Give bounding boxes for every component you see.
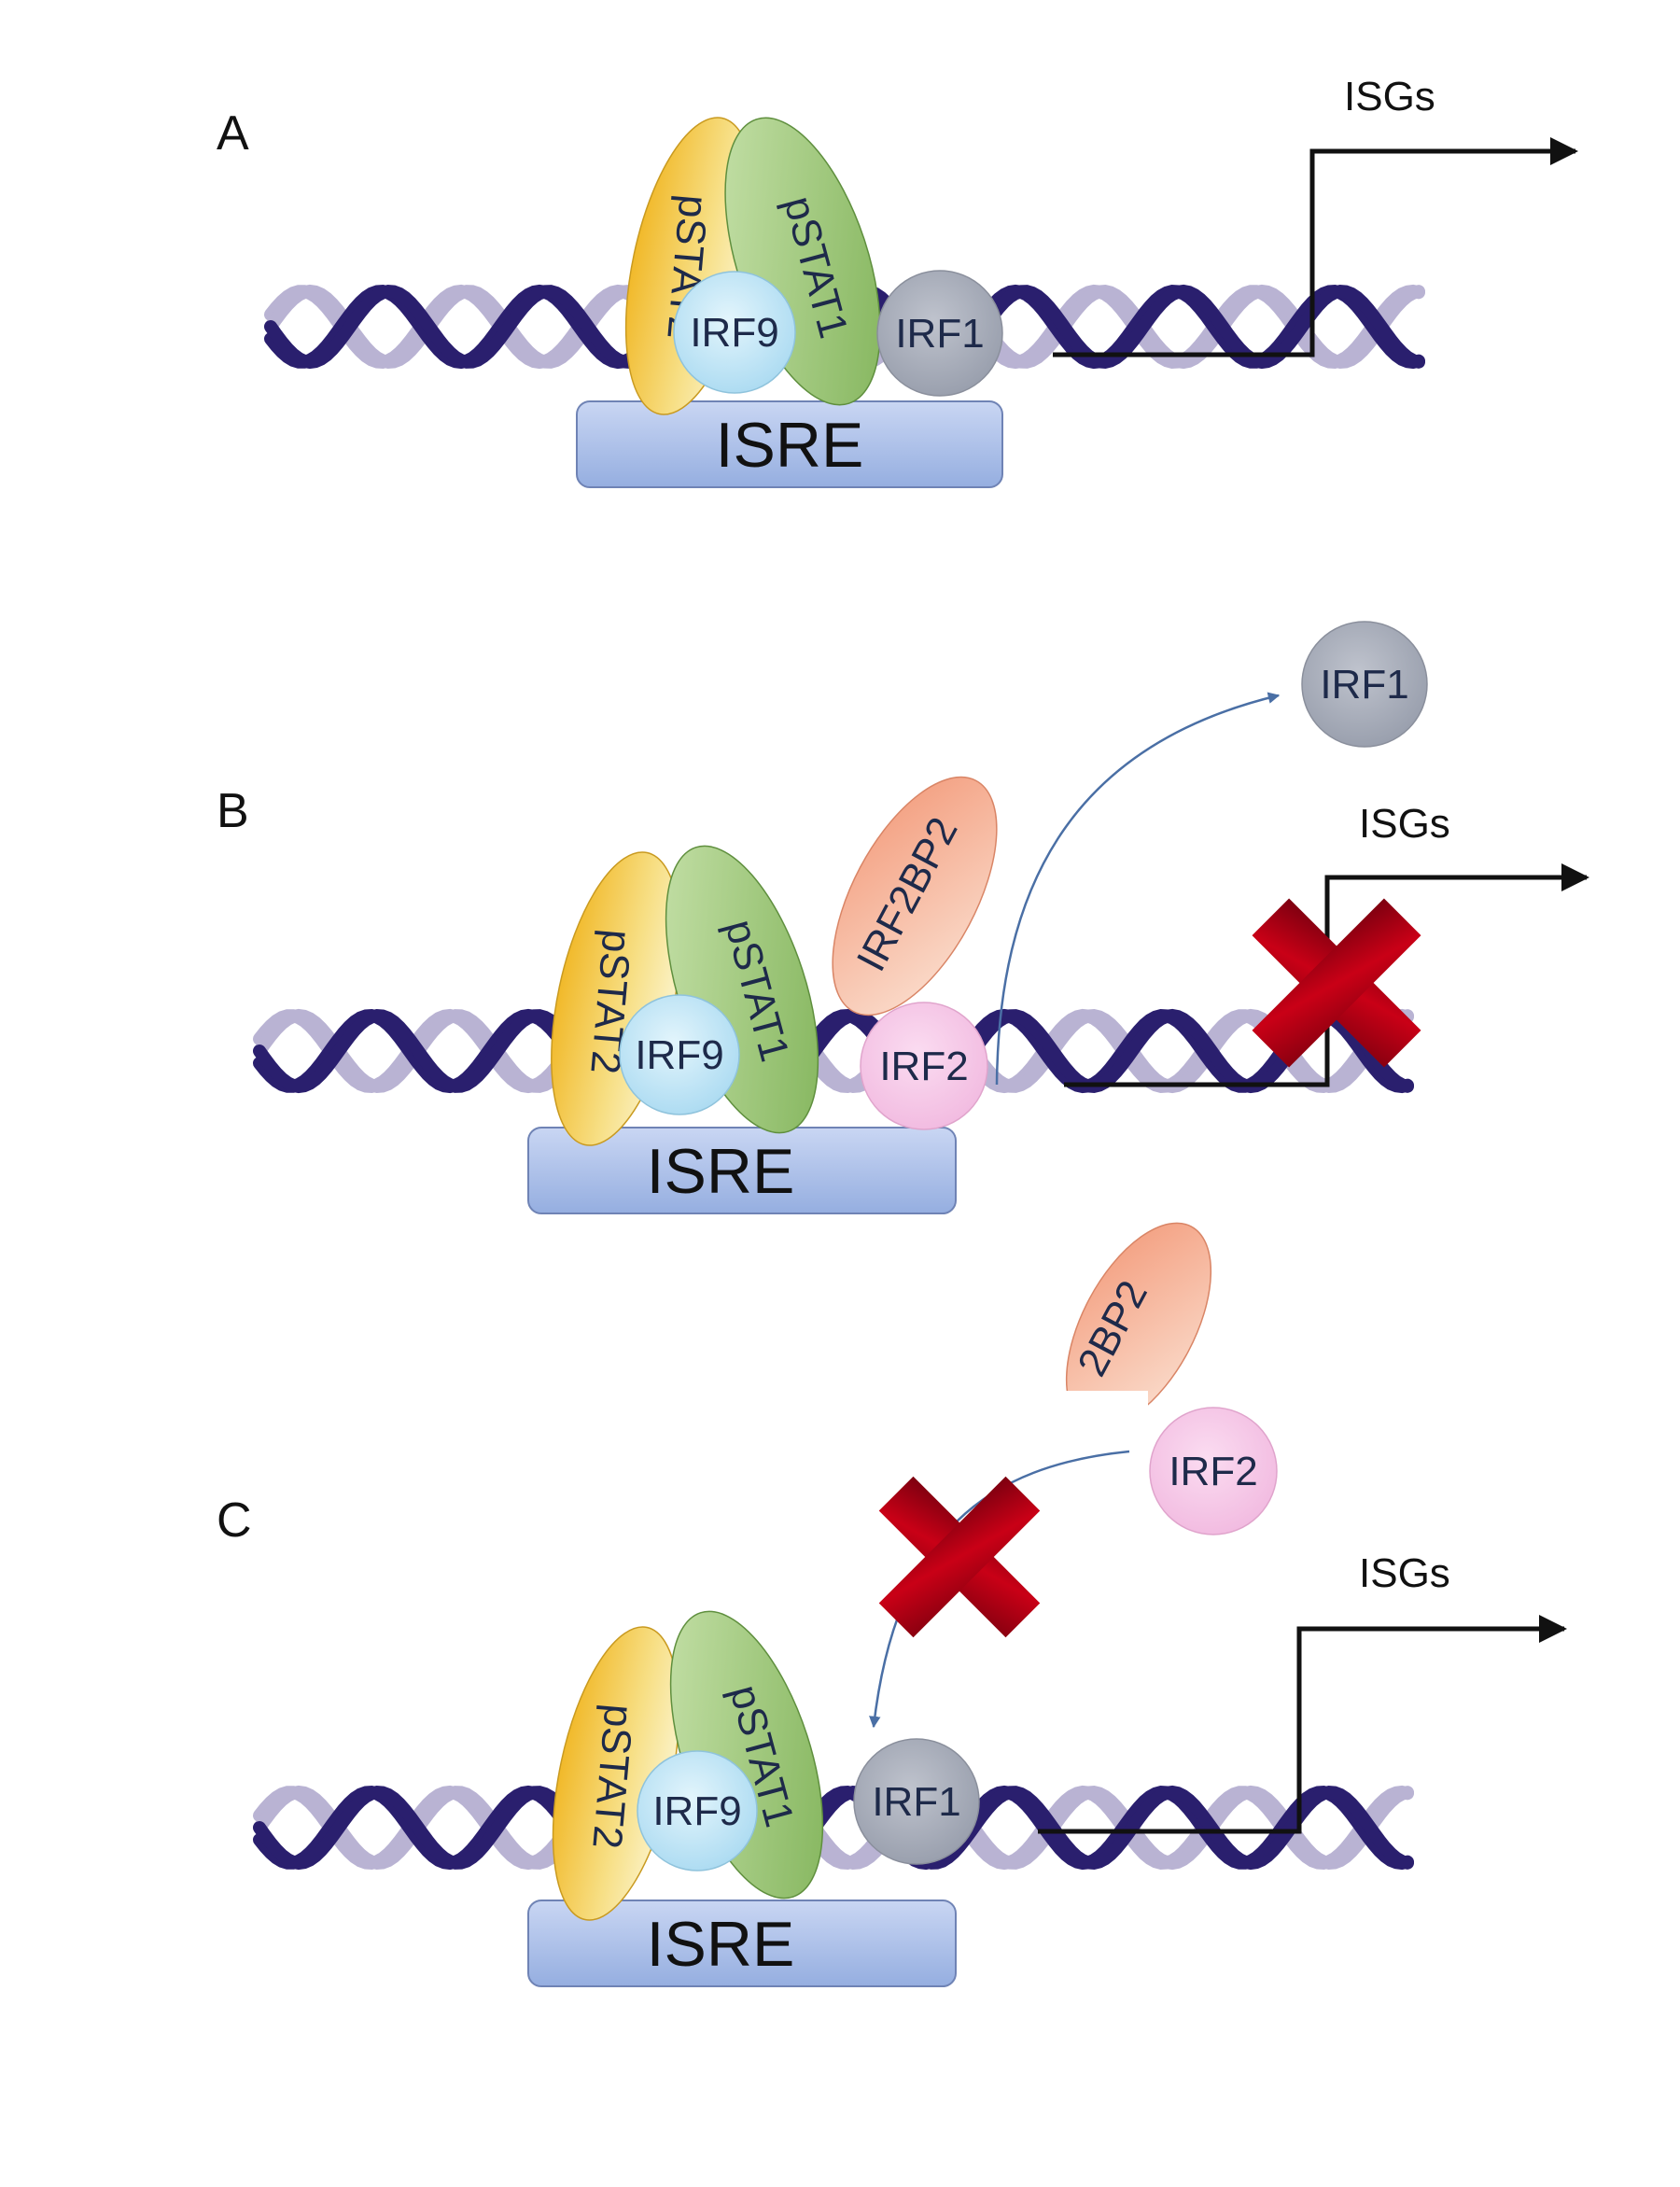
panel-letter-c: C: [217, 1493, 252, 1548]
irf2-protein: [1149, 1407, 1278, 1535]
irf2bp2-protein: [832, 776, 998, 1016]
irf9-protein: [673, 271, 796, 394]
irf1-protein: [876, 270, 1003, 397]
irf2-label: IRF2: [1169, 1449, 1257, 1494]
irf9-label: IRF9: [690, 310, 778, 356]
transcription-arrow: [1053, 137, 1578, 357]
dna-strand-2: [253, 1008, 1414, 1094]
dna-helix: [253, 1008, 1414, 1094]
dna-strand-4: [253, 1008, 1414, 1094]
transcription-arrow: [1038, 1615, 1567, 1834]
irf2-label: IRF2: [879, 1044, 968, 1089]
dna-helix: [253, 1785, 1414, 1871]
dna-strand-4: [253, 1785, 1414, 1871]
irf9-label: IRF9: [635, 1032, 723, 1078]
dna-strand-2: [253, 1785, 1414, 1871]
release-curve-arrow: [995, 692, 1281, 1086]
irf1-protein: [853, 1738, 980, 1865]
irf9-label: IRF9: [652, 1788, 741, 1834]
isgs-label: ISGs: [1359, 1550, 1450, 1596]
dna-strands: [253, 1008, 1414, 1094]
irf9-protein: [637, 1750, 758, 1872]
irf1-label: IRF1: [895, 311, 984, 357]
irf9-protein: [619, 994, 740, 1115]
irf2-protein: [860, 1002, 988, 1130]
isre-label: ISRE: [716, 410, 864, 481]
panel-a: A ISRE pSTAT2 pSTAT1 IRF9 IRF1 ISGs: [217, 74, 1578, 488]
isgs-label: ISGs: [1359, 801, 1450, 847]
irf1-released-protein: [1301, 621, 1428, 748]
irf1-label: IRF1: [872, 1779, 960, 1825]
isre-box: [527, 1127, 957, 1214]
irf1-released-label: IRF1: [1320, 662, 1408, 708]
isre-label: ISRE: [647, 1136, 795, 1207]
isre-box: [576, 400, 1003, 488]
occluder: [1027, 1391, 1148, 1456]
panel-letter-a: A: [217, 106, 249, 161]
isgs-label: ISGs: [1344, 74, 1435, 119]
isre-box: [527, 1900, 957, 1987]
blocked-x-icon: [878, 1476, 1041, 1638]
panel-letter-b: B: [217, 784, 249, 838]
panel-b: B ISRE pSTAT2 pSTAT1 IRF9 IRF2BP2 IRF2 I…: [217, 621, 1589, 1214]
dna-strands: [253, 1785, 1414, 1871]
blocked-x-icon: [1252, 898, 1421, 1068]
panel-c: C 2BP2 IRF2 ISRE pSTAT2 pSTAT1 IRF9 IRF1…: [217, 1222, 1567, 1987]
isre-label: ISRE: [647, 1909, 795, 1980]
